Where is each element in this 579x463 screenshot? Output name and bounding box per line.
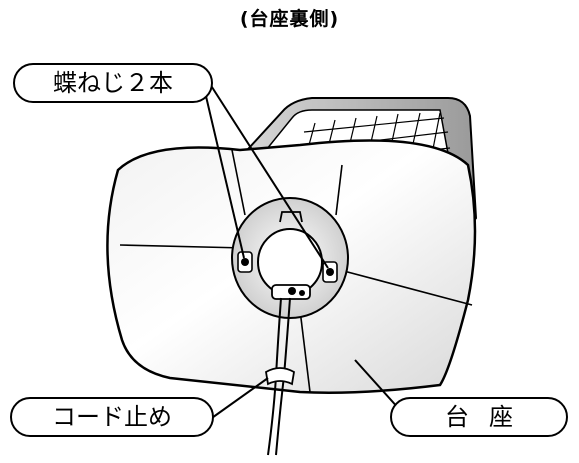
cord-clamp [265,367,295,386]
diagram-title: (台座裏側) [239,8,340,30]
center-hub [231,197,349,319]
base-label: 台座 [390,397,568,437]
wing-screw-right [322,261,338,283]
wing-screws-label: 蝶ねじ２本 [13,63,213,103]
leader-screw-left [204,91,245,259]
leader-lines [201,83,401,426]
cord-clamp-label: コード止め [10,397,214,437]
leader-base [354,359,401,411]
wing-screw-left [237,251,253,273]
leader-screw-right [209,83,329,269]
